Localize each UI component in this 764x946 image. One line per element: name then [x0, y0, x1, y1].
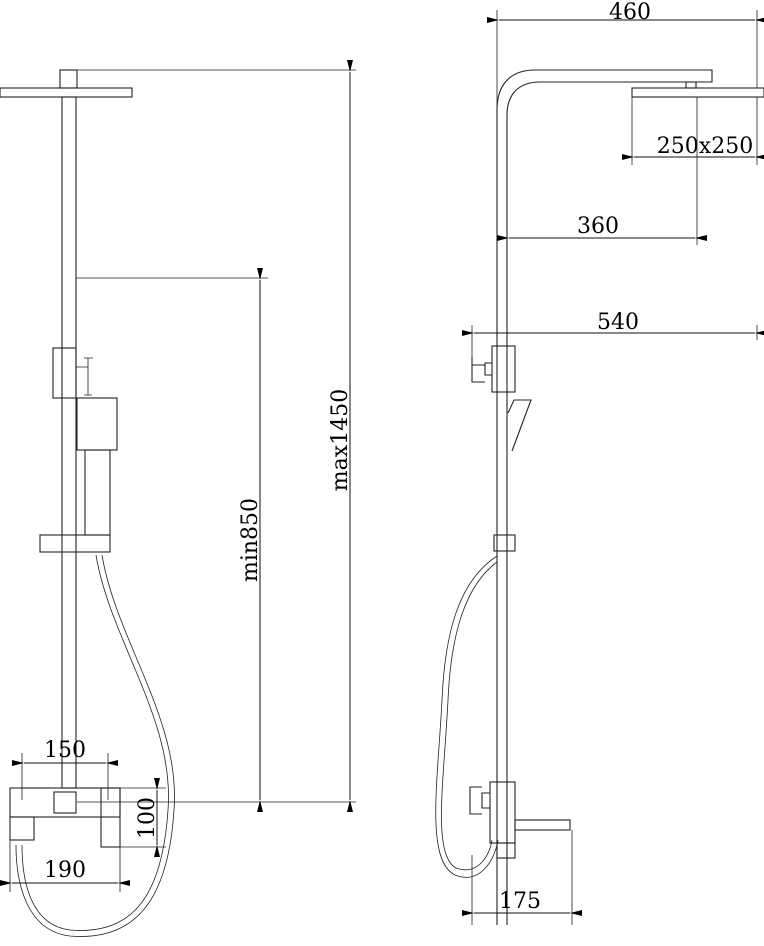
side-mixer-spout: [514, 819, 571, 831]
extension-lines: [76, 69, 356, 803]
diverter-lever: [76, 357, 93, 396]
label-mixer-bottom-width: 190: [44, 858, 86, 883]
slide-bracket: [39, 534, 111, 553]
side-head-connector: [685, 81, 697, 89]
mixer-handle: [100, 787, 121, 848]
side-diverter-knob: [471, 357, 492, 383]
mixer-knob: [53, 791, 77, 814]
shower-hose: [21, 554, 169, 931]
label-head-size: 250x250: [657, 134, 753, 159]
side-mixer-knob: [469, 786, 490, 815]
hand-shower-head: [76, 397, 118, 451]
side-shower-hose-inner: [441, 561, 498, 871]
side-mixer-body: [489, 781, 516, 844]
ext-250: [631, 97, 758, 165]
shower-hose-outer: [15, 554, 175, 937]
side-diverter-block: [491, 345, 516, 393]
side-shower-head-plate: [631, 87, 764, 98]
label-max-height: max1450: [328, 389, 353, 491]
label-mixer-height: 100: [135, 797, 160, 839]
mixer-spout: [9, 816, 35, 841]
label-diverter-reach: 540: [597, 310, 639, 335]
side-shower-hose: [435, 555, 499, 878]
ext-460: [496, 10, 758, 105]
side-slide-bracket: [493, 534, 516, 552]
side-hand-shower-head: [507, 399, 532, 452]
hand-shower-handle: [84, 449, 111, 536]
side-riser-and-arm: [496, 69, 713, 925]
head-connector: [59, 69, 78, 89]
side-view: 460 250x250 360 540 175: [435, 0, 764, 925]
label-spout-reach: 175: [499, 889, 541, 914]
side-mixer-outlet: [496, 842, 516, 859]
riser-pole: [61, 96, 77, 789]
label-arm-reach: 360: [577, 214, 619, 239]
diverter-block: [52, 347, 77, 399]
label-total-reach: 460: [609, 0, 651, 25]
label-mixer-top-width: 150: [44, 738, 86, 763]
front-view: max1450 min850 150 100 190: [0, 60, 356, 937]
shower-head-plate: [0, 87, 133, 98]
label-min-height: min850: [238, 498, 263, 582]
